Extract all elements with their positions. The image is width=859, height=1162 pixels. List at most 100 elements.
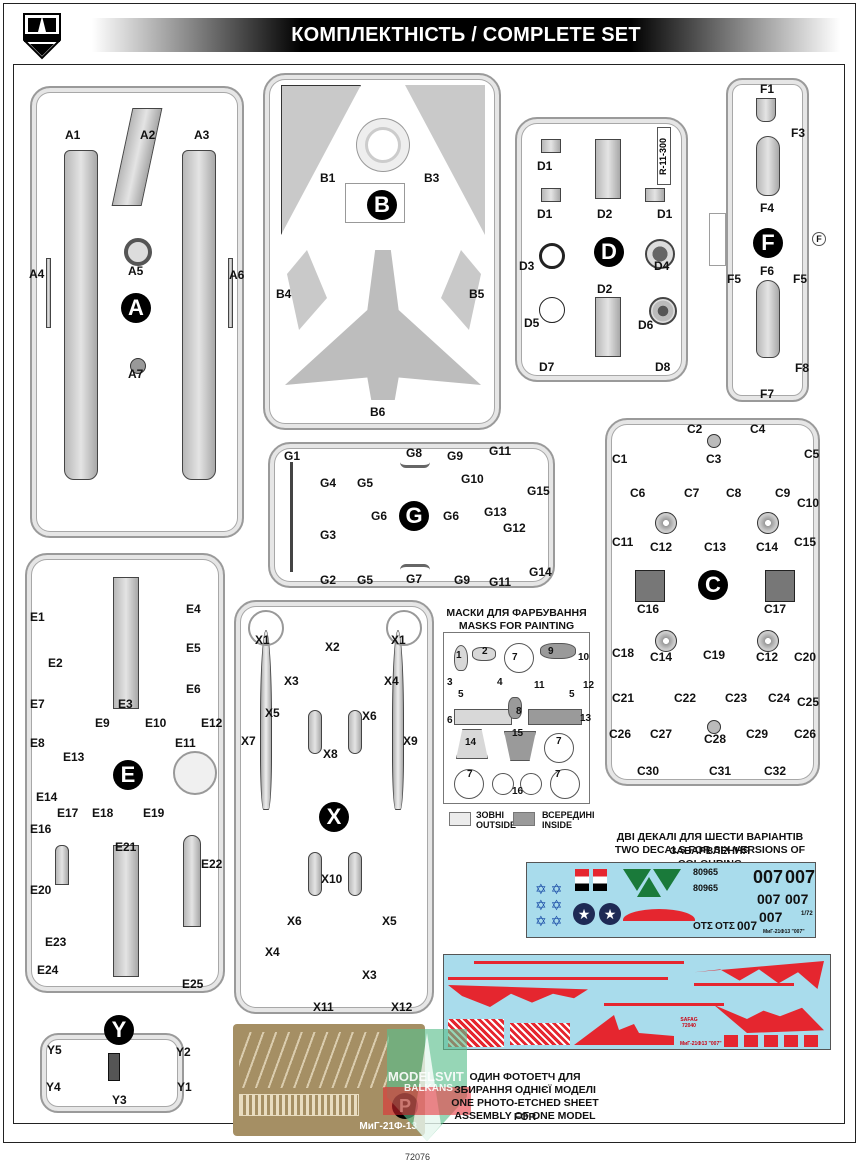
part-label: E5 (186, 641, 201, 655)
part-x7 (260, 630, 272, 810)
sprue-badge-d: D (594, 237, 624, 267)
part-label: X5 (382, 914, 397, 928)
part-y3 (108, 1053, 120, 1081)
iraqi-flag-decal (575, 869, 589, 891)
sprue-badge-g: G (399, 501, 429, 531)
part-label: G9 (447, 449, 464, 463)
pe-parts (239, 1032, 389, 1088)
part-c14 (757, 512, 779, 534)
part-label: D6 (638, 318, 654, 332)
part-label: C11 (612, 535, 634, 549)
page-title: КОМПЛЕКТНІСТЬ / COMPLETE SET (291, 23, 641, 46)
part-label: E4 (186, 602, 201, 616)
part-label: D2 (597, 282, 613, 296)
legend-inside-en: INSIDE (542, 820, 573, 830)
sprue-badge-y: Y (104, 1015, 134, 1045)
pe-fret (239, 1094, 359, 1116)
part-label: C5 (804, 447, 820, 461)
part-label: 3 (447, 677, 453, 688)
part-label: 10 (578, 652, 590, 663)
part-label: F4 (760, 201, 775, 215)
part-label: D1 (537, 159, 553, 173)
part-label: E12 (201, 716, 223, 730)
masks-sheet (443, 632, 590, 804)
part-label: 2 (482, 646, 488, 657)
part-label: C10 (797, 496, 820, 510)
mask-shape (454, 645, 468, 671)
part-label: E10 (145, 716, 167, 730)
mask-shape (454, 709, 512, 725)
part-label: B4 (276, 287, 292, 301)
part-label: D1 (537, 207, 553, 221)
part-label: C9 (775, 486, 791, 500)
part-label: G6 (443, 509, 460, 523)
part-label: G9 (454, 573, 471, 587)
page-code: 72076 (405, 1152, 431, 1162)
part-label: C18 (612, 646, 635, 660)
part-label: C1 (612, 452, 628, 466)
watermark-line2: BALKANS (404, 1083, 453, 1094)
part-label: X7 (241, 734, 256, 748)
part-f6 (756, 280, 780, 358)
part-g1 (290, 462, 293, 572)
code-ote: ОТΣ (693, 921, 713, 932)
part-label: X4 (384, 674, 399, 688)
red-arc-decal (623, 909, 695, 931)
mask-shape (492, 773, 514, 795)
part-label: E21 (115, 840, 137, 854)
part-b4 (287, 250, 327, 330)
code-007: 007 (757, 891, 781, 907)
part-c28 (707, 720, 721, 734)
serial-number: 80965 (693, 867, 719, 877)
decal-caption: МиГ-21Ф13 "007" (763, 929, 805, 935)
part-label: 7 (512, 652, 518, 663)
part-label: 9 (548, 646, 554, 657)
mask-shape (472, 647, 496, 661)
part-label: D3 (519, 259, 535, 273)
part-d4 (645, 239, 675, 269)
part-label: C23 (725, 691, 748, 705)
part-label: D1 (657, 207, 673, 221)
part-label: G14 (529, 565, 552, 579)
mask-shape (544, 733, 574, 763)
part-label: A7 (128, 367, 144, 381)
code-007: 007 (737, 919, 758, 933)
part-x10 (308, 852, 322, 896)
sprue-b: B (263, 73, 501, 430)
part-label: D7 (539, 360, 555, 374)
header-banner: КОМПЛЕКТНІСТЬ / COMPLETE SET (92, 18, 840, 52)
sprue-corner-mark: F (812, 232, 826, 246)
part-b-ring (365, 127, 401, 163)
part-label: C13 (704, 540, 727, 554)
part-label: G11 (489, 444, 512, 458)
part-label: 7 (556, 736, 562, 747)
part-label: X9 (403, 734, 418, 748)
part-label: E7 (30, 697, 45, 711)
code-007: 007 (759, 909, 783, 925)
part-label: C4 (750, 422, 766, 436)
part-label: 5 (569, 689, 575, 700)
part-label: C17 (764, 602, 787, 616)
sprue-badge-e: E (113, 760, 143, 790)
part-label: E14 (36, 790, 58, 804)
part-label: 13 (580, 713, 592, 724)
part-d5 (539, 297, 565, 323)
part-label: 8 (516, 706, 522, 717)
part-e20 (55, 845, 69, 885)
part-label: C27 (650, 727, 673, 741)
decal-caption: МиГ-21Ф13 "007" (680, 1041, 722, 1047)
serial-number: 80965 (693, 883, 719, 893)
part-label: F3 (791, 126, 806, 140)
part-label: B3 (424, 171, 440, 185)
sharkmouth-decal (714, 1005, 824, 1033)
part-a5 (124, 238, 152, 266)
part-label: X4 (265, 945, 280, 959)
usaf-roundel-decal: ★ (599, 903, 621, 925)
part-c3 (707, 434, 721, 448)
legend-outside-en: OUTSIDE (476, 820, 517, 830)
part-label: C29 (746, 727, 769, 741)
part-label: C6 (630, 486, 646, 500)
stripe-decal (448, 977, 668, 980)
part-d1 (541, 188, 561, 202)
part-label: X11 (313, 1000, 334, 1014)
